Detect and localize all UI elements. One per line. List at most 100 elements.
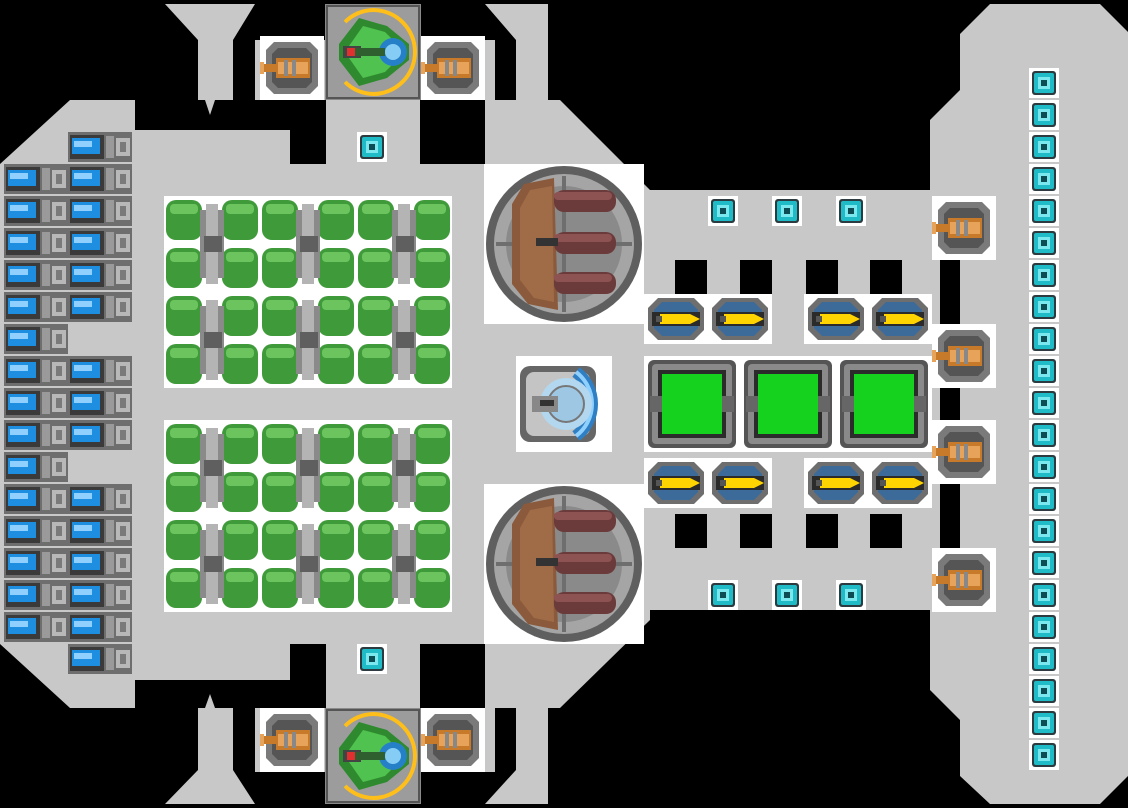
missile-launcher[interactable] bbox=[868, 294, 932, 344]
side-cannon-2[interactable] bbox=[932, 324, 996, 388]
beam-node[interactable] bbox=[1029, 164, 1059, 194]
battery-cell[interactable] bbox=[68, 196, 132, 226]
battery-cell[interactable] bbox=[68, 132, 132, 162]
battery-cell[interactable] bbox=[4, 260, 68, 290]
fuel-tank-block[interactable] bbox=[260, 292, 356, 388]
fuel-tank-block[interactable] bbox=[260, 196, 356, 292]
beam-node[interactable] bbox=[1029, 452, 1059, 482]
fuel-tank-block[interactable] bbox=[164, 196, 260, 292]
beam-node[interactable] bbox=[1029, 292, 1059, 322]
beam-node[interactable] bbox=[1029, 676, 1059, 706]
battery-cell[interactable] bbox=[68, 164, 132, 194]
side-cannon-1[interactable] bbox=[932, 196, 996, 260]
gravity-turret-bottom[interactable] bbox=[325, 708, 421, 804]
battery-cell[interactable] bbox=[4, 164, 68, 194]
battery-cell[interactable] bbox=[68, 356, 132, 386]
battery-cell[interactable] bbox=[4, 196, 68, 226]
battery-cell[interactable] bbox=[68, 484, 132, 514]
missile-launcher[interactable] bbox=[804, 294, 868, 344]
beam-node[interactable] bbox=[1029, 260, 1059, 290]
fuel-tank-block[interactable] bbox=[164, 292, 260, 388]
beam-node[interactable] bbox=[1029, 388, 1059, 418]
cannon-turret-top-left[interactable] bbox=[260, 36, 324, 100]
missile-launcher[interactable] bbox=[804, 458, 868, 508]
shield-pod-center[interactable] bbox=[516, 356, 612, 452]
cannon-turret-bottom-left[interactable] bbox=[260, 708, 324, 772]
beam-node[interactable] bbox=[1029, 132, 1059, 162]
beam-node[interactable] bbox=[1029, 228, 1059, 258]
side-cannon-3[interactable] bbox=[932, 420, 996, 484]
fuel-tank-block[interactable] bbox=[164, 516, 260, 612]
battery-cell[interactable] bbox=[4, 612, 68, 642]
hull-top-strut-left bbox=[165, 4, 255, 100]
beam-node[interactable] bbox=[1029, 580, 1059, 610]
battery-cell[interactable] bbox=[4, 516, 68, 546]
cannon-turret-bottom-right[interactable] bbox=[421, 708, 485, 772]
heavy-cannon-bottom[interactable] bbox=[484, 484, 644, 644]
battery-cell[interactable] bbox=[68, 228, 132, 258]
battery-cell[interactable] bbox=[68, 612, 132, 642]
beam-node[interactable] bbox=[1029, 196, 1059, 226]
battery-cell[interactable] bbox=[4, 228, 68, 258]
missile-launcher[interactable] bbox=[644, 294, 708, 344]
fuel-tank-block[interactable] bbox=[260, 420, 356, 516]
battery-cell[interactable] bbox=[4, 580, 68, 610]
battery-cell[interactable] bbox=[4, 356, 68, 386]
beam-node[interactable] bbox=[1029, 420, 1059, 450]
missile-launcher[interactable] bbox=[644, 458, 708, 508]
missile-launcher[interactable] bbox=[868, 458, 932, 508]
fuel-tank-block[interactable] bbox=[356, 420, 452, 516]
battery-cell[interactable] bbox=[4, 548, 68, 578]
fuel-tank-block[interactable] bbox=[260, 516, 356, 612]
battery-cell[interactable] bbox=[68, 292, 132, 322]
battery-cell[interactable] bbox=[4, 292, 68, 322]
beam-node[interactable] bbox=[1029, 484, 1059, 514]
cyan-node[interactable] bbox=[772, 196, 802, 226]
battery-cell[interactable] bbox=[4, 452, 68, 482]
battery-cell[interactable] bbox=[68, 260, 132, 290]
cyan-node[interactable] bbox=[708, 580, 738, 610]
fuel-tank-block[interactable] bbox=[164, 420, 260, 516]
battery-cell[interactable] bbox=[4, 324, 68, 354]
side-cannon-4[interactable] bbox=[932, 548, 996, 612]
beam-node[interactable] bbox=[1029, 516, 1059, 546]
reactor-2[interactable] bbox=[740, 356, 836, 452]
hull-cutouts bbox=[135, 100, 902, 708]
cyan-node[interactable] bbox=[357, 132, 387, 162]
beam-node[interactable] bbox=[1029, 548, 1059, 578]
beam-node[interactable] bbox=[1029, 612, 1059, 642]
battery-cell[interactable] bbox=[68, 516, 132, 546]
beam-node[interactable] bbox=[1029, 708, 1059, 738]
battery-cell[interactable] bbox=[68, 388, 132, 418]
missile-launcher[interactable] bbox=[708, 458, 772, 508]
battery-cell[interactable] bbox=[68, 420, 132, 450]
battery-bank bbox=[4, 132, 132, 674]
cyan-node[interactable] bbox=[836, 580, 866, 610]
battery-cell[interactable] bbox=[68, 580, 132, 610]
reactor-3[interactable] bbox=[836, 356, 932, 452]
cannon-turret-top-right[interactable] bbox=[421, 36, 485, 100]
cyan-node[interactable] bbox=[836, 196, 866, 226]
battery-cell[interactable] bbox=[4, 420, 68, 450]
heavy-cannon-top[interactable] bbox=[484, 164, 644, 324]
cyan-node[interactable] bbox=[357, 644, 387, 674]
beam-node[interactable] bbox=[1029, 644, 1059, 674]
beam-node[interactable] bbox=[1029, 68, 1059, 98]
fuel-tank-block[interactable] bbox=[356, 292, 452, 388]
battery-cell[interactable] bbox=[68, 548, 132, 578]
beam-node[interactable] bbox=[1029, 324, 1059, 354]
cyan-node[interactable] bbox=[772, 580, 802, 610]
cyan-node[interactable] bbox=[708, 196, 738, 226]
battery-cell[interactable] bbox=[68, 644, 132, 674]
beam-node[interactable] bbox=[1029, 356, 1059, 386]
missile-launcher[interactable] bbox=[708, 294, 772, 344]
reactor-1[interactable] bbox=[644, 356, 740, 452]
gravity-turret-top[interactable] bbox=[325, 4, 421, 100]
battery-cell[interactable] bbox=[4, 484, 68, 514]
battery-cell[interactable] bbox=[4, 388, 68, 418]
beam-node[interactable] bbox=[1029, 100, 1059, 130]
beam-node[interactable] bbox=[1029, 740, 1059, 770]
fuel-tank-block[interactable] bbox=[356, 196, 452, 292]
fuel-tank-block[interactable] bbox=[356, 516, 452, 612]
